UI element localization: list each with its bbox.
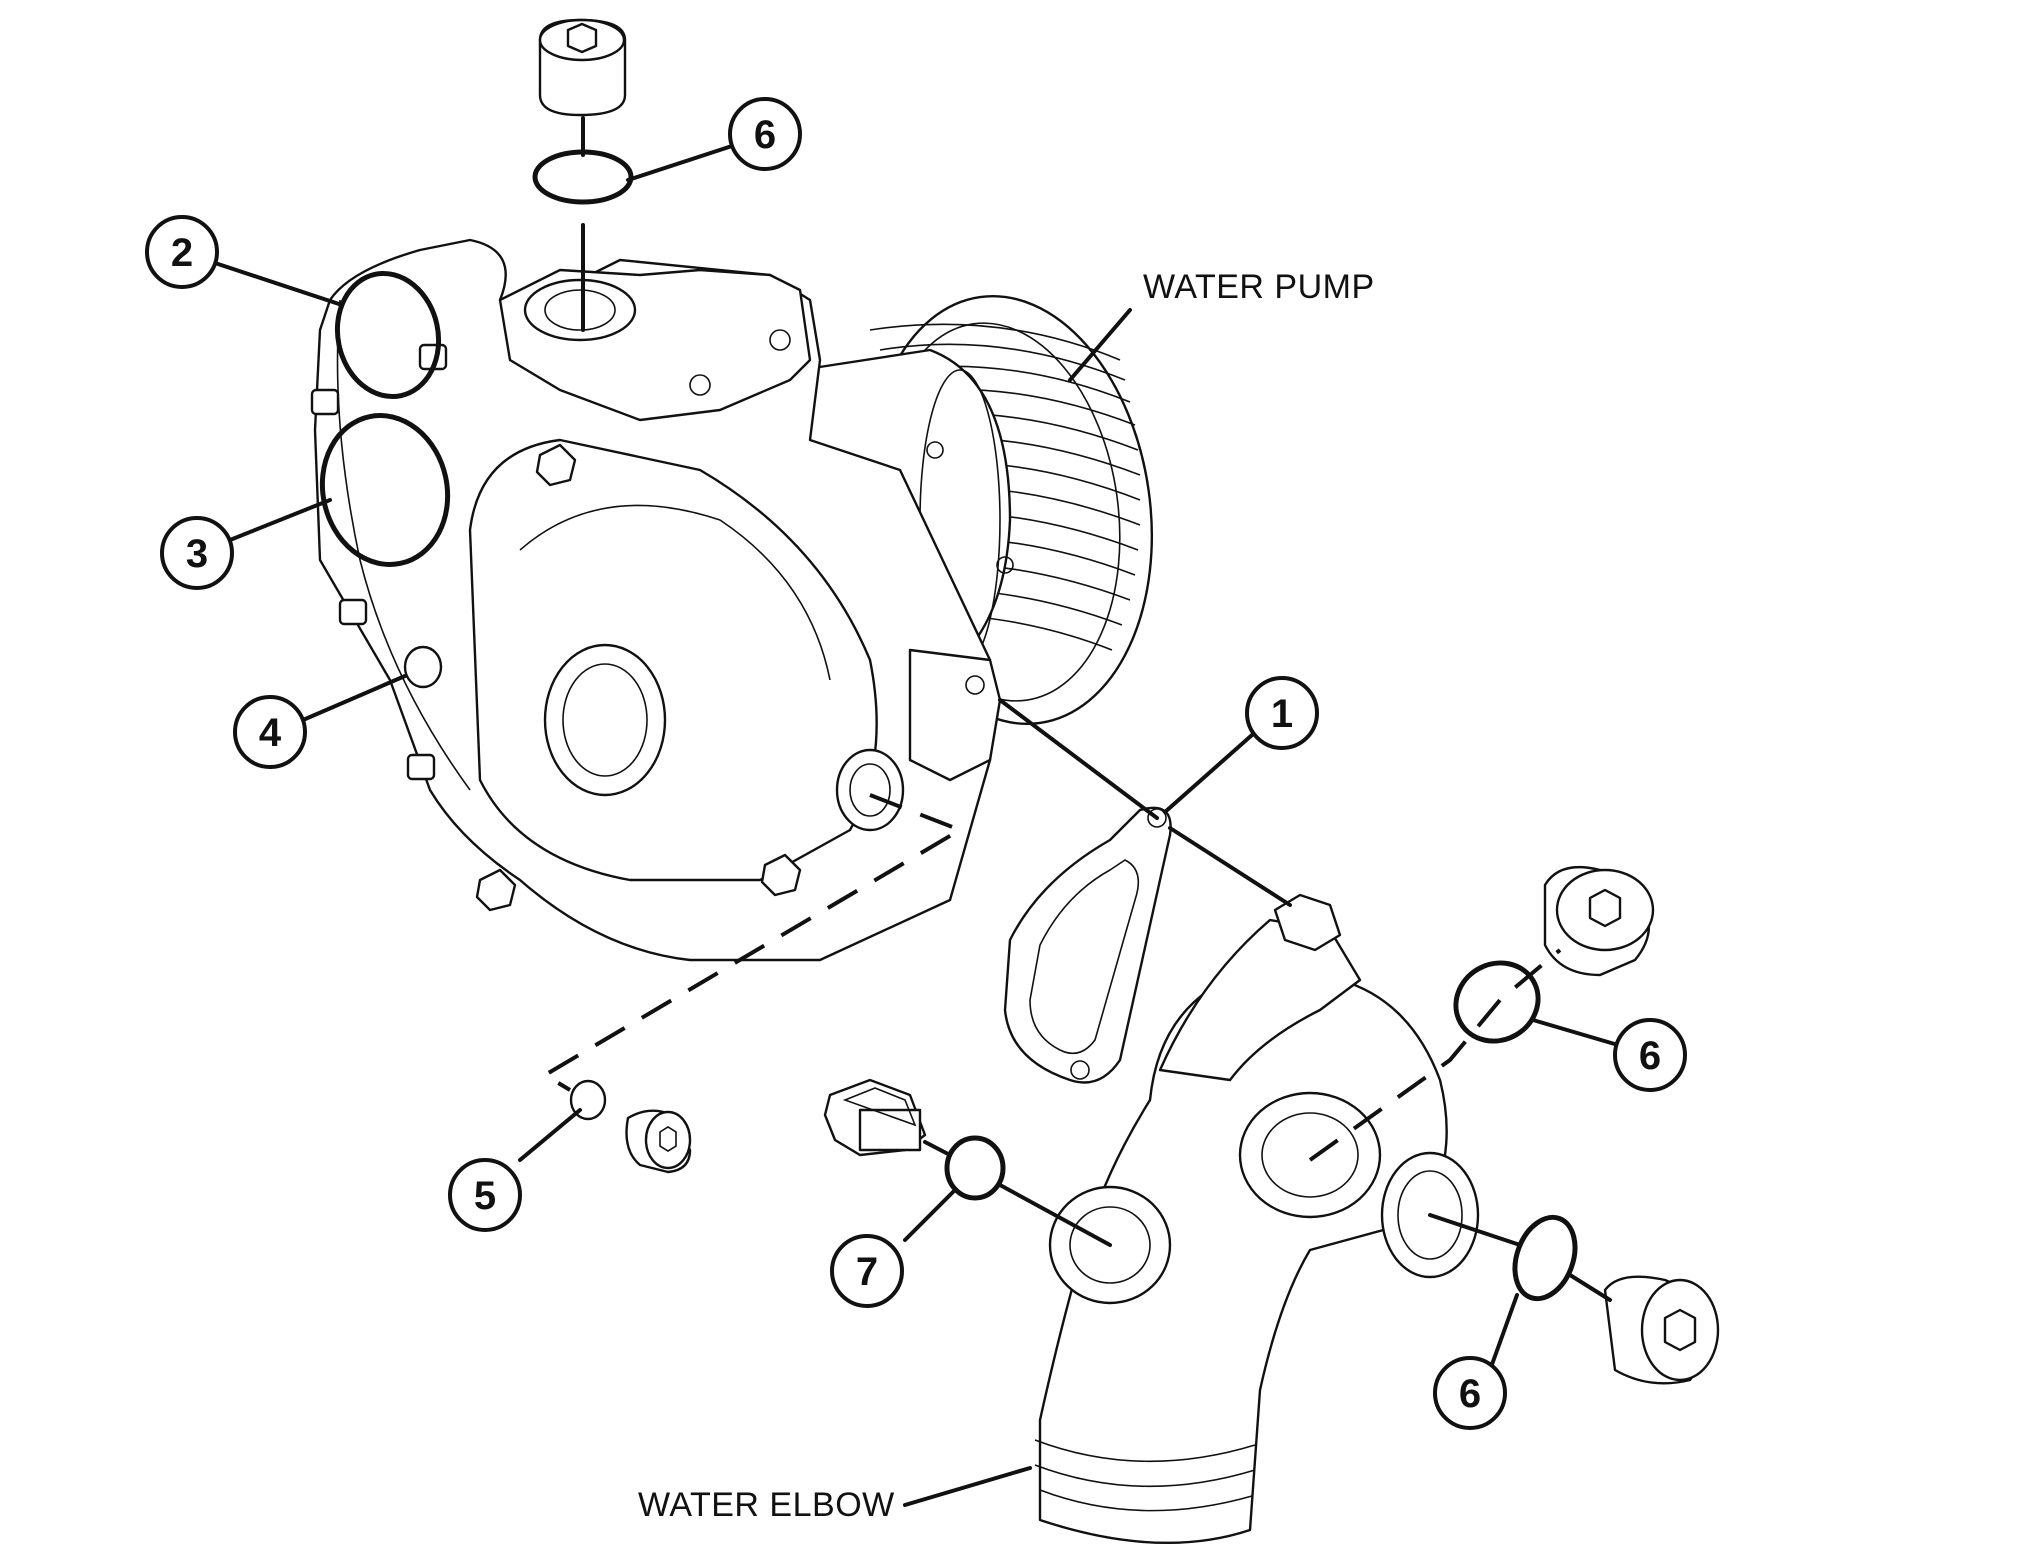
callout-6-top: 6 xyxy=(728,97,802,171)
axis-plug-right-upper xyxy=(1308,948,1562,1162)
callout-4: 4 xyxy=(233,695,307,769)
leader-6-right-upper xyxy=(1531,1018,1620,1047)
callout-6-right-upper-label: 6 xyxy=(1639,1034,1661,1078)
seal-4 xyxy=(403,645,443,689)
callout-5-label: 5 xyxy=(474,1174,496,1218)
leader-3 xyxy=(228,498,332,542)
callout-3: 3 xyxy=(160,516,234,590)
plug-right-lower xyxy=(1603,1275,1720,1385)
callout-1-label: 1 xyxy=(1271,692,1293,736)
washer-top xyxy=(532,149,634,205)
top-plug xyxy=(538,18,627,117)
water-elbow-label: WATER ELBOW xyxy=(638,1486,895,1524)
washer-right-lower xyxy=(1512,1214,1578,1302)
washer-5 xyxy=(569,1079,607,1121)
plug-right-upper xyxy=(1543,866,1655,977)
axis-plug-7 xyxy=(923,1140,952,1157)
seal-2 xyxy=(334,270,442,400)
leader-1 xyxy=(1163,733,1254,814)
callout-6-right-upper: 6 xyxy=(1613,1018,1687,1092)
axis-gasket-bolt xyxy=(998,698,1159,820)
callout-2-label: 2 xyxy=(171,231,193,275)
leader-water-elbow xyxy=(903,1466,1032,1507)
leader-4 xyxy=(301,674,407,722)
callout-3-label: 3 xyxy=(186,532,208,576)
water-pump xyxy=(310,238,1154,962)
leader-6-right-lower xyxy=(1488,1293,1519,1372)
washer-right-upper xyxy=(1453,960,1541,1044)
leader-5 xyxy=(518,1108,582,1162)
leader-2 xyxy=(210,260,344,307)
leader-6-top xyxy=(626,143,737,182)
axis-washer-7 xyxy=(998,1183,1112,1247)
callout-6-right-lower-label: 6 xyxy=(1459,1372,1481,1416)
washer-7 xyxy=(944,1135,1006,1201)
plug-5 xyxy=(625,1109,692,1174)
callout-6-top-label: 6 xyxy=(754,113,776,157)
callout-6-right-lower: 6 xyxy=(1433,1356,1507,1430)
callout-7-label: 7 xyxy=(856,1250,878,1294)
axis-washer-right-lower xyxy=(1428,1213,1522,1247)
leader-7 xyxy=(903,1188,957,1242)
callout-5: 5 xyxy=(448,1158,522,1232)
axis-gasket-elbow xyxy=(1168,826,1292,907)
callout-1: 1 xyxy=(1245,676,1319,750)
callout-4-label: 4 xyxy=(259,711,282,755)
elbow-gasket xyxy=(1003,806,1172,1084)
axis-plug-5 xyxy=(541,793,965,1092)
callout-7: 7 xyxy=(830,1234,904,1308)
leader-water-pump xyxy=(1068,308,1132,382)
callout-2: 2 xyxy=(145,215,219,289)
water-pump-label: WATER PUMP xyxy=(1143,268,1375,306)
plug-left-elbow xyxy=(823,1078,927,1157)
axis-plug-right-lower xyxy=(1568,1273,1612,1302)
